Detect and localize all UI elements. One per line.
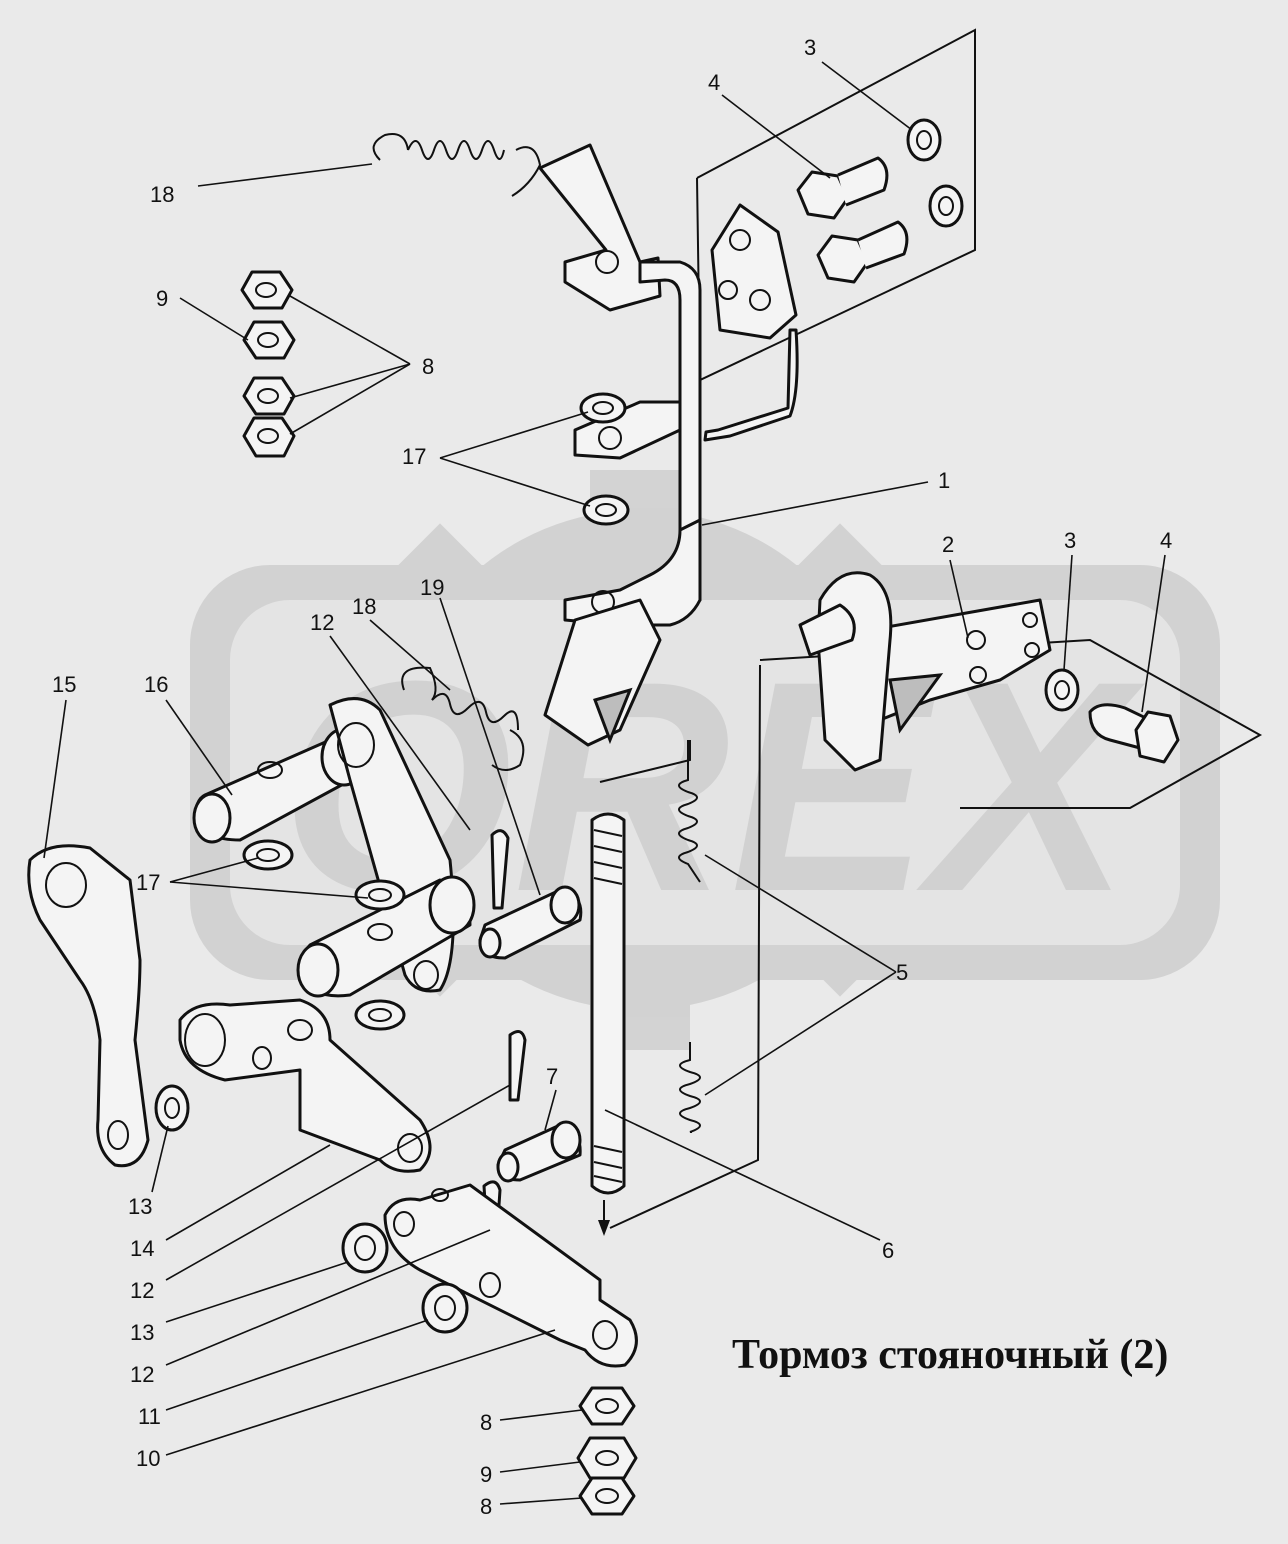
fork-10 [383,1183,638,1368]
pin-7 [496,1120,582,1183]
frame-line [609,664,761,1229]
callout-2: 2 [942,532,954,557]
nut-stack-bottom [576,1386,638,1516]
callout-19: 19 [420,575,444,600]
callout-14: 14 [130,1236,154,1261]
spring-washer-icon [928,184,964,228]
arm-assembly-2 [759,571,1263,809]
plate-hole [749,289,771,311]
callout-1: 1 [938,468,950,493]
callout-8: 8 [480,1410,492,1435]
plate-hole [729,229,751,251]
callout-4: 4 [1160,528,1172,553]
diagram-title: Тормоз стояночный (2) [732,1332,1168,1378]
callout-8: 8 [480,1494,492,1519]
nut-icon [242,320,296,360]
callouts: 3 4 18 9 8 17 1 2 3 4 15 16 12 18 19 17 … [52,35,1172,1519]
cotter-pin-icon [490,829,510,910]
callout-4: 4 [708,70,720,95]
top-bracket-assembly [696,28,976,382]
nut-icon [240,270,294,310]
washer-icon [582,494,630,526]
lever-15 [27,844,150,1168]
callout-17: 17 [402,444,426,469]
nut-stack-top [240,270,296,458]
frame-line [599,740,691,783]
nut-icon [578,1476,636,1516]
spring-5-lower [679,1042,701,1133]
bracket-lever-1 [538,143,799,747]
bolt-icon [816,220,909,284]
washer-icon [341,1222,389,1274]
nut-icon [576,1436,638,1480]
spring-washer-icon [906,118,942,162]
callout-18: 18 [150,182,174,207]
callout-15: 15 [52,672,76,697]
callout-13: 13 [130,1320,154,1345]
pin-19 [478,885,583,960]
spring-washer-icon [1044,668,1080,712]
nut-icon [242,376,296,416]
top-mount-plate [710,203,798,340]
callout-9: 9 [156,286,168,311]
callout-13: 13 [128,1194,152,1219]
callout-9: 9 [480,1462,492,1487]
callout-8: 8 [422,354,434,379]
bolt-icon [1088,703,1180,764]
callout-16: 16 [144,672,168,697]
leader-lines [43,61,1166,1505]
spring-18-top [372,133,542,197]
threaded-rod-6 [590,812,626,1236]
nut-icon [578,1386,636,1426]
callout-3: 3 [804,35,816,60]
shaft-main [296,875,476,998]
callout-12: 12 [130,1278,154,1303]
callout-11: 11 [138,1404,161,1429]
washer-icon [242,839,294,871]
washer-icon [154,1084,190,1132]
nut-icon [242,416,296,458]
callout-7: 7 [546,1064,558,1089]
callout-18: 18 [352,594,376,619]
washer-icon [354,879,406,911]
callout-5: 5 [896,960,908,985]
callout-12: 12 [130,1362,154,1387]
spring-5-upper [678,740,701,883]
cotter-pin-icon [508,1029,527,1102]
washer-icon [579,392,627,424]
spring-18-mid [401,666,525,771]
washer-icon [421,1282,469,1334]
plate-hole [718,280,738,300]
callout-3: 3 [1064,528,1076,553]
callout-12: 12 [310,610,334,635]
callout-17: 17 [136,870,160,895]
callout-6: 6 [882,1238,894,1263]
bolt-icon [796,156,889,220]
washer-icon [354,999,406,1031]
callout-10: 10 [136,1446,160,1471]
